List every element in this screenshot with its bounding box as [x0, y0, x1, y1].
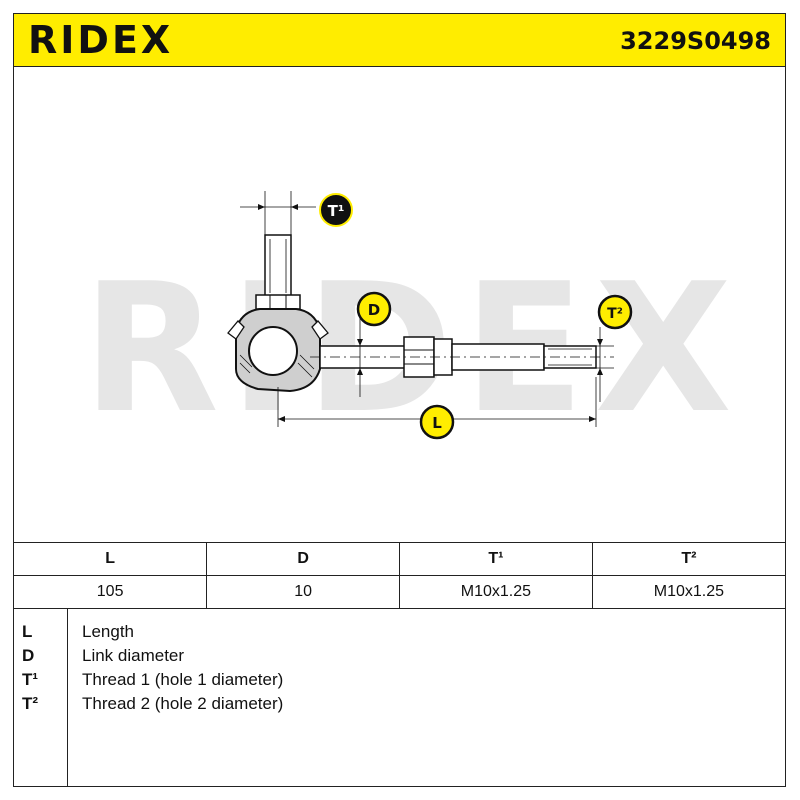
legend-description: Thread 2 (hole 2 diameter) — [82, 694, 284, 713]
callout-t2-label: T² — [607, 306, 623, 322]
header-diameter: D — [206, 542, 400, 576]
dimensions-value-row: 105 10 M10x1.25 M10x1.25 — [14, 575, 785, 609]
callout-t2: T² — [597, 294, 633, 330]
brand-logo: RIDEX — [28, 18, 174, 62]
value-length: 105 — [14, 575, 208, 609]
stabilizer-link-drawing: T¹ D T² L — [227, 191, 633, 440]
value-thread-2: M10x1.25 — [591, 575, 785, 609]
legend-symbol: T¹ — [22, 670, 39, 689]
technical-drawing: RIDEX — [14, 67, 785, 543]
upper-stud — [264, 234, 292, 298]
part-number: 3229S0498 — [620, 27, 771, 55]
legend-symbol: T² — [22, 694, 39, 713]
header-thread-1: T¹ — [399, 542, 593, 576]
legend-item: T² Thread 2 (hole 2 diameter) — [14, 692, 785, 716]
product-sheet: RIDEX 3229S0498 RIDEX — [13, 13, 786, 787]
legend-description: Thread 1 (hole 1 diameter) — [82, 670, 284, 689]
callout-d-label: D — [368, 301, 380, 319]
ball — [248, 326, 298, 376]
legend-divider — [67, 608, 68, 786]
legend-symbol: L — [22, 622, 33, 641]
legend-description: Length — [82, 622, 134, 641]
dimensions-header-row: L D T¹ T² — [14, 542, 785, 576]
callout-l: L — [419, 404, 455, 440]
legend-item: T¹ Thread 1 (hole 1 diameter) — [14, 668, 785, 692]
header-bar: RIDEX 3229S0498 — [14, 14, 785, 67]
callout-d: D — [356, 291, 392, 327]
callout-t1: T¹ — [319, 193, 353, 227]
value-diameter: 10 — [206, 575, 400, 609]
header-thread-2: T² — [591, 542, 785, 576]
legend: L Length D Link diameter T¹ Thread 1 (ho… — [14, 608, 785, 786]
dimensions-table: L D T¹ T² 105 10 M10x1.25 M10x1.25 — [14, 542, 785, 609]
legend-symbol: D — [22, 646, 35, 665]
upper-nut — [255, 294, 301, 310]
callout-l-label: L — [432, 414, 442, 432]
value-thread-1: M10x1.25 — [399, 575, 593, 609]
legend-item: D Link diameter — [14, 644, 785, 668]
header-length: L — [14, 542, 208, 576]
callout-t1-label: T¹ — [328, 202, 345, 220]
legend-description: Link diameter — [82, 646, 185, 665]
legend-item: L Length — [14, 620, 785, 644]
